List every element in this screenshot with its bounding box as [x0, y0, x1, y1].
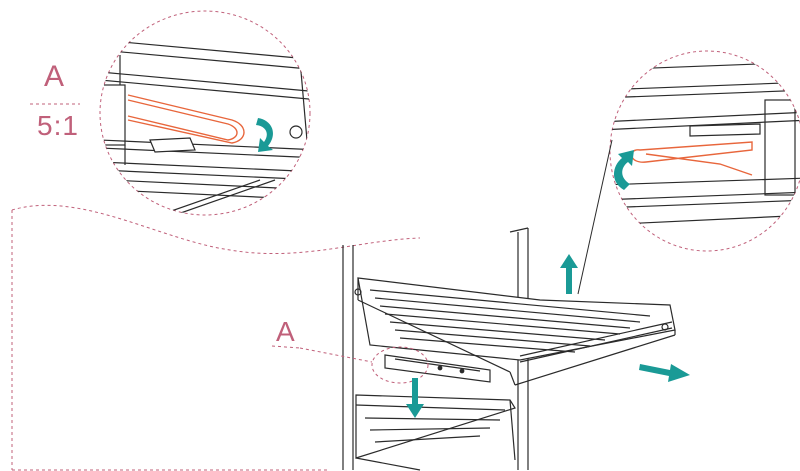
- straight-arrow-icon: [560, 254, 578, 294]
- straight-arrow-icon: [639, 364, 690, 382]
- detail-leader: [300, 348, 372, 362]
- detail-leader-right: [578, 140, 612, 294]
- detail-ref-label: A: [44, 62, 65, 92]
- drawer-ref-label: A: [276, 318, 296, 346]
- lower-drawer: [356, 395, 515, 470]
- detail-circle-right: [610, 51, 800, 251]
- detail-scale-label: 5:1: [37, 112, 79, 140]
- slide-rail: [385, 355, 490, 382]
